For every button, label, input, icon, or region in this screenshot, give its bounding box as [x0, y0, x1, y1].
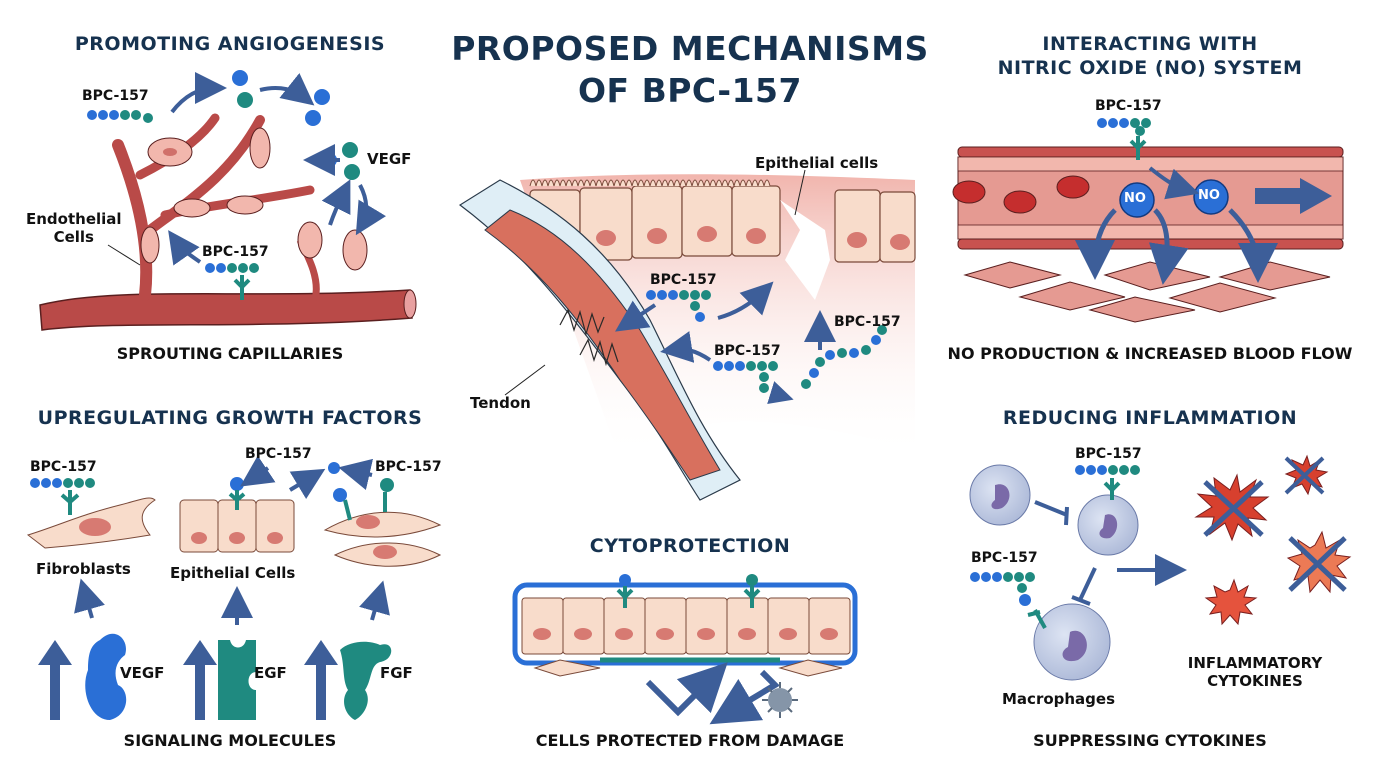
bpc157-chain [87, 110, 153, 123]
center-peptide-label-3: BPC-157 [834, 314, 901, 330]
cytokines-line1: INFLAMMATORY [1187, 654, 1323, 672]
fibroblasts-label: Fibroblasts [36, 560, 131, 578]
nitric-oxide-title: INTERACTING WITH NITRIC OXIDE (NO) SYSTE… [950, 32, 1350, 80]
inflammation-illustration [969, 454, 1352, 681]
protected-cell [521, 597, 564, 655]
epithelial-cell [179, 499, 219, 553]
growth-factors-caption: SIGNALING MOLECULES [123, 731, 337, 750]
nitric-oxide-title-line1: INTERACTING WITH [1042, 33, 1258, 55]
blood-vessel-wall-bottom [957, 238, 1344, 250]
endothelial-cells-label: Endothelial Cells [26, 210, 122, 246]
nitric-oxide-title-line2: NITRIC OXIDE (NO) SYSTEM [997, 57, 1303, 79]
red-blood-cell [952, 180, 986, 204]
up-arrow-egf [183, 640, 217, 720]
fgf-protein [340, 641, 392, 720]
egf-molecule-label: EGF [254, 664, 287, 682]
cytokines-line2: CYTOKINES [1207, 672, 1303, 690]
up-arrow-vegf [38, 640, 72, 720]
angiogenesis-illustration [39, 70, 417, 331]
up-arrow-fgf [304, 640, 338, 720]
cytoprotection-illustration [512, 574, 858, 725]
vegf-molecule-label: VEGF [120, 664, 165, 682]
vegf-label: VEGF [367, 150, 412, 168]
angiogenesis-title: PROMOTING ANGIOGENESIS [74, 33, 386, 55]
capillary-branch [112, 139, 153, 301]
angiogenesis-peptide-label-2: BPC-157 [202, 244, 269, 260]
main-title: PROPOSED MECHANISMS OF BPC-157 [440, 28, 940, 112]
inflammation-caption: SUPPRESSING CYTOKINES [1033, 731, 1267, 750]
fgf-molecule-label: FGF [380, 664, 413, 682]
inflammation-title: REDUCING INFLAMMATION [1002, 407, 1298, 429]
center-peptide-label-1: BPC-157 [650, 272, 717, 288]
no-molecule-1 [1119, 182, 1155, 218]
main-title-line1: PROPOSED MECHANISMS [451, 29, 929, 68]
macrophages-label: Macrophages [1002, 690, 1116, 708]
no-label-2: NO [1198, 188, 1220, 203]
growth-factors-illustration [26, 455, 442, 720]
blood-flow-arrow [1255, 178, 1332, 214]
growth-factors-title: UPREGULATING GROWTH FACTORS [37, 407, 423, 429]
inflammation-peptide-label-1: BPC-157 [1075, 446, 1142, 462]
nitric-oxide-caption: NO PRODUCTION & INCREASED BLOOD FLOW [947, 344, 1353, 363]
angiogenesis-peptide-label: BPC-157 [82, 88, 149, 104]
endothelial-line1: Endothelial [26, 210, 122, 228]
blood-vessel-wall-top [957, 146, 1344, 158]
angiogenesis-caption: SPROUTING CAPILLARIES [116, 344, 344, 363]
cytoprotection-title: CYTOPROTECTION [589, 535, 791, 557]
gf-peptide-label-3: BPC-157 [375, 459, 442, 475]
epithelial-layer [529, 185, 916, 263]
endothelial-line2: Cells [53, 228, 94, 246]
gf-peptide-label-2: BPC-157 [245, 446, 312, 462]
tendon-label: Tendon [470, 394, 531, 412]
no-panel-peptide-label: BPC-157 [1095, 98, 1162, 114]
vegf-molecule [232, 70, 248, 86]
epithelial-cells-label: Epithelial cells [755, 154, 879, 172]
gf-peptide-label-1: BPC-157 [30, 459, 97, 475]
inflammatory-cytokines-label: INFLAMMATORY CYTOKINES [1180, 654, 1330, 690]
center-peptide-label-2: BPC-157 [714, 343, 781, 359]
inflammation-peptide-label-2: BPC-157 [971, 550, 1038, 566]
gf-epithelial-label: Epithelial Cells [170, 564, 296, 582]
pathogen-icon [768, 688, 792, 712]
egf-protein [218, 640, 256, 720]
no-label-1: NO [1124, 191, 1146, 206]
main-blood-vessel [39, 289, 413, 331]
cytoprotection-caption: CELLS PROTECTED FROM DAMAGE [535, 731, 845, 750]
nitric-oxide-illustration [952, 118, 1344, 323]
vegf-protein [85, 633, 127, 720]
main-title-line2: OF BPC-157 [578, 71, 802, 110]
tendon-epithelium-illustration [458, 169, 916, 501]
